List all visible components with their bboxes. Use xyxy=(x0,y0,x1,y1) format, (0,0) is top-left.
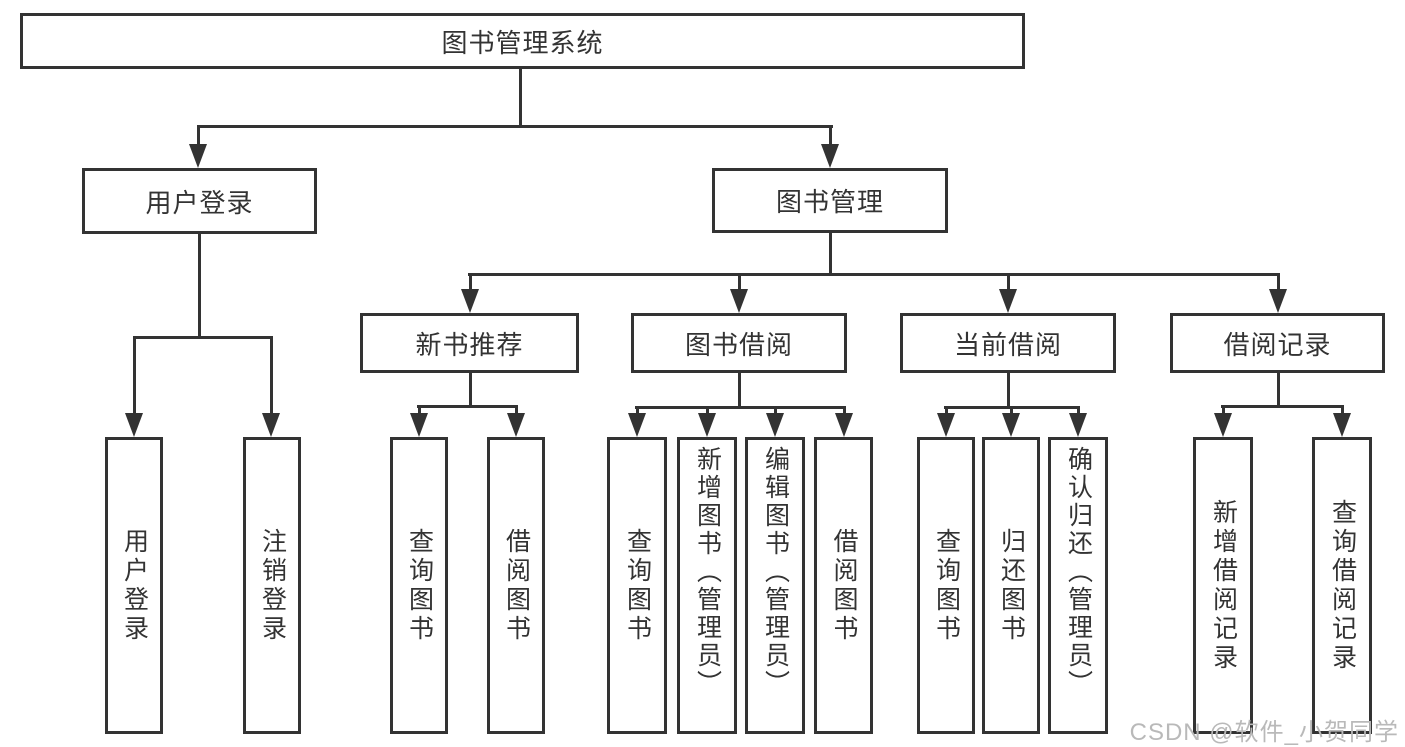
arrow-head xyxy=(821,144,839,168)
leaf-records-add-record: 新增借阅记录 xyxy=(1193,437,1253,734)
node-user-login: 用户登录 xyxy=(82,168,317,234)
connector-line xyxy=(1221,405,1343,408)
arrow-head xyxy=(1214,413,1232,437)
arrow-head xyxy=(461,289,479,313)
arrow-head xyxy=(698,413,716,437)
leaf-recommend-borrow-books: 借阅图书 xyxy=(487,437,545,734)
leaf-logout: 注销登录 xyxy=(243,437,301,734)
arrow-head xyxy=(507,413,525,437)
arrow-head xyxy=(1002,413,1020,437)
connector-line xyxy=(133,336,136,425)
arrow-head xyxy=(1333,413,1351,437)
connector-line xyxy=(133,336,273,339)
arrow-head xyxy=(410,413,428,437)
connector-line xyxy=(270,336,273,425)
arrow-head xyxy=(628,413,646,437)
arrow-head xyxy=(1269,289,1287,313)
node-root: 图书管理系统 xyxy=(20,13,1025,69)
arrow-head xyxy=(730,289,748,313)
arrow-head xyxy=(999,289,1017,313)
connector-line xyxy=(197,125,833,128)
leaf-current-query-books: 查询图书 xyxy=(917,437,975,734)
leaf-current-return-books: 归还图书 xyxy=(982,437,1040,734)
connector-line xyxy=(1277,373,1280,405)
connector-line xyxy=(1277,273,1280,301)
node-book-borrow: 图书借阅 xyxy=(631,313,847,373)
node-borrow-records: 借阅记录 xyxy=(1170,313,1385,373)
leaf-borrow-add-books-admin: 新增图书（管理员） xyxy=(677,437,737,734)
arrow-head xyxy=(1069,413,1087,437)
connector-line xyxy=(468,273,1279,276)
connector-line xyxy=(519,69,522,125)
arrow-head xyxy=(937,413,955,437)
connector-line xyxy=(738,373,741,406)
node-new-book-recommend: 新书推荐 xyxy=(360,313,579,373)
arrow-head xyxy=(835,413,853,437)
connector-line xyxy=(1007,273,1010,301)
leaf-borrow-query-books: 查询图书 xyxy=(607,437,667,734)
connector-line xyxy=(198,234,201,336)
node-book-management: 图书管理 xyxy=(712,168,948,233)
arrow-head xyxy=(189,144,207,168)
connector-line xyxy=(469,273,472,301)
leaf-user-login: 用户登录 xyxy=(105,437,163,734)
connector-line xyxy=(417,405,518,408)
arrow-head xyxy=(766,413,784,437)
leaf-borrow-edit-books-admin: 编辑图书（管理员） xyxy=(745,437,805,734)
connector-line xyxy=(469,373,472,405)
connector-line xyxy=(1007,373,1010,406)
arrow-head xyxy=(125,413,143,437)
connector-line xyxy=(829,125,832,156)
connector-line xyxy=(635,406,845,409)
node-current-borrow: 当前借阅 xyxy=(900,313,1116,373)
leaf-records-query-record: 查询借阅记录 xyxy=(1312,437,1372,734)
connector-line xyxy=(829,233,832,273)
leaf-current-confirm-return-admin: 确认归还（管理员） xyxy=(1048,437,1108,734)
csdn-watermark: CSDN @软件_小贺同学 xyxy=(1129,719,1399,746)
connector-line xyxy=(738,273,741,301)
arrow-head xyxy=(262,413,280,437)
leaf-borrow-borrow-books: 借阅图书 xyxy=(814,437,873,734)
connector-line xyxy=(197,125,200,156)
leaf-recommend-query-books: 查询图书 xyxy=(390,437,448,734)
